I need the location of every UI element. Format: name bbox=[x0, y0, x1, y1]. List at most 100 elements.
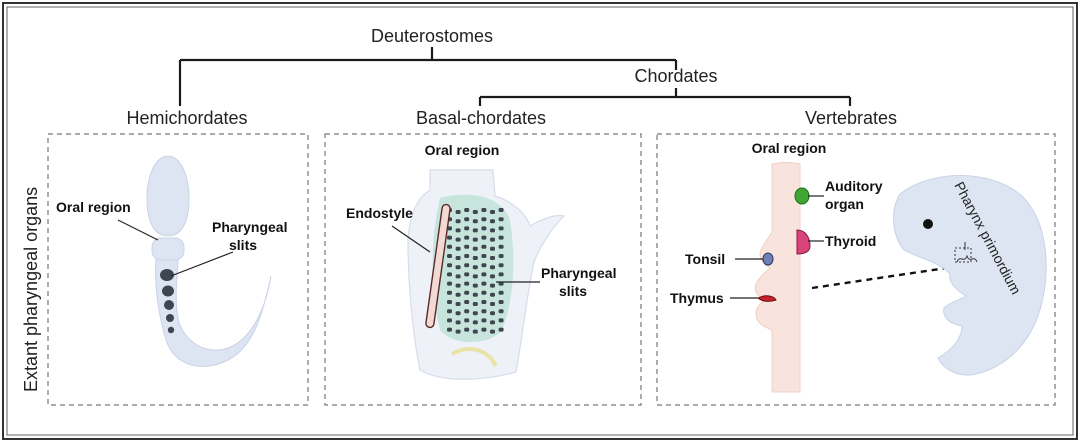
panel-hemichordates bbox=[47, 133, 309, 406]
pointer-oral-hemi bbox=[117, 219, 159, 241]
basal-slits-label-2: slits bbox=[559, 283, 587, 299]
tunicate-slit bbox=[472, 246, 478, 251]
tunicate-slit bbox=[498, 208, 504, 212]
tunicate-slit bbox=[481, 244, 487, 249]
tunicate-slit bbox=[498, 226, 504, 231]
tunicate-slit bbox=[447, 309, 452, 314]
vert-thymus-label: Thymus bbox=[670, 290, 724, 306]
tunicate-slit bbox=[464, 235, 470, 240]
tunicate-slit bbox=[481, 309, 487, 314]
tunicate-illustration bbox=[391, 169, 566, 380]
tunicate-slit bbox=[455, 311, 461, 316]
tunicate-slit bbox=[447, 318, 452, 323]
tunicate-slit bbox=[464, 244, 470, 249]
tunicate-slit bbox=[498, 300, 504, 304]
thyroid bbox=[796, 229, 811, 255]
tunicate-slit bbox=[447, 327, 452, 332]
basal-oral-label: Oral region bbox=[425, 142, 500, 158]
tunicate-slit bbox=[447, 272, 452, 277]
tunicate-slit bbox=[481, 217, 487, 222]
tunicate-slit bbox=[481, 318, 487, 323]
tunicate-slit bbox=[498, 327, 504, 332]
pharynx-tube bbox=[754, 162, 801, 393]
tunicate-slit bbox=[447, 290, 452, 295]
tunicate-slit bbox=[455, 302, 461, 306]
tunicate-slit bbox=[447, 263, 452, 268]
tunicate-slit bbox=[455, 246, 461, 251]
tunicate-slit bbox=[498, 244, 504, 249]
tunicate-slit bbox=[447, 254, 452, 258]
vert-auditory-label-2: organ bbox=[825, 196, 864, 212]
tunicate-slit bbox=[464, 300, 470, 304]
tunicate-slit bbox=[490, 274, 495, 279]
tunicate-slit bbox=[464, 290, 470, 295]
label-chordates: Chordates bbox=[634, 66, 717, 86]
dashed-connector bbox=[811, 266, 947, 290]
tunicate-slit bbox=[498, 235, 504, 240]
tunicate-slit bbox=[464, 272, 470, 277]
tunicate-slit bbox=[472, 237, 478, 242]
vert-oral-label: Oral region bbox=[752, 140, 827, 156]
tunicate-slit bbox=[472, 274, 478, 279]
tunicate-slit bbox=[498, 290, 504, 295]
tunicate-slit bbox=[447, 226, 452, 231]
tunicate-slit bbox=[464, 327, 470, 332]
tunicate-slit bbox=[472, 311, 478, 316]
label-basal-chordates: Basal-chordates bbox=[416, 108, 546, 128]
tunicate-slit bbox=[490, 210, 495, 214]
tunicate-slit bbox=[447, 300, 452, 304]
tunicate-slit bbox=[472, 210, 478, 214]
tunicate-slit bbox=[481, 281, 487, 286]
hemi-slits-label-1: Pharyngeal bbox=[212, 219, 287, 235]
tunicate-slit bbox=[447, 235, 452, 240]
tunicate-slit bbox=[455, 292, 461, 297]
tunicate-slit bbox=[498, 272, 504, 277]
tonsil bbox=[762, 252, 774, 266]
tunicate-slit bbox=[472, 283, 478, 288]
tunicate-slit bbox=[464, 281, 470, 286]
tunicate-slit bbox=[490, 320, 495, 325]
hemichordate-illustration bbox=[117, 155, 272, 367]
tunicate-slit bbox=[464, 208, 470, 212]
worm-proboscis bbox=[146, 155, 190, 237]
tunicate-slit bbox=[490, 246, 495, 251]
tunicate-slit bbox=[490, 219, 495, 224]
tunicate-slit bbox=[490, 311, 495, 316]
tunicate-slit bbox=[481, 235, 487, 240]
tunicate-slit bbox=[481, 272, 487, 277]
tunicate-slit bbox=[490, 302, 495, 306]
tunicate-slit bbox=[472, 302, 478, 306]
tunicate-slit bbox=[481, 263, 487, 268]
tunicate-slit bbox=[498, 217, 504, 222]
tunicate-slit bbox=[455, 283, 461, 288]
tunicate-slit bbox=[472, 320, 478, 325]
tunicate-slit bbox=[455, 329, 461, 334]
tunicate-slit bbox=[490, 228, 495, 233]
auditory-organ bbox=[794, 187, 810, 205]
tunicate-slit bbox=[490, 265, 495, 270]
vert-thyroid-label: Thyroid bbox=[825, 233, 876, 249]
tunicate-slit bbox=[481, 226, 487, 231]
tunicate-slit bbox=[498, 254, 504, 258]
panel-basal-chordates bbox=[324, 133, 642, 406]
tunicate-slit bbox=[455, 228, 461, 233]
tunicate-slit bbox=[447, 244, 452, 249]
tunicate-slit bbox=[472, 228, 478, 233]
tunicate-slit bbox=[481, 300, 487, 304]
tunicate-slit bbox=[498, 309, 504, 314]
tunicate-slit bbox=[464, 254, 470, 258]
tunicate-slit bbox=[481, 254, 487, 258]
tunicate-slit bbox=[481, 327, 487, 332]
thymus bbox=[757, 295, 777, 302]
tunicate-slit bbox=[464, 217, 470, 222]
inner-frame bbox=[6, 6, 1074, 436]
embryo-eye bbox=[923, 219, 933, 229]
tunicate-slit bbox=[498, 318, 504, 323]
vert-auditory-label-1: Auditory bbox=[825, 178, 883, 194]
tunicate-slit bbox=[490, 329, 495, 334]
tunicate-slit bbox=[490, 237, 495, 242]
basal-endostyle-label: Endostyle bbox=[346, 205, 413, 221]
hemi-oral-label: Oral region bbox=[56, 199, 131, 215]
